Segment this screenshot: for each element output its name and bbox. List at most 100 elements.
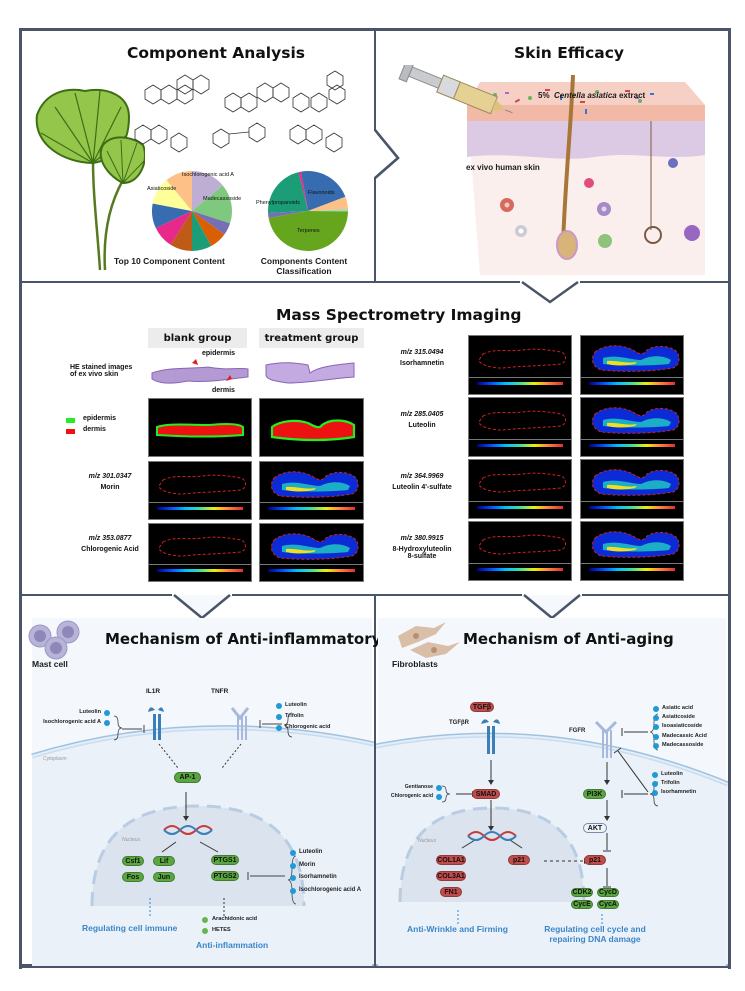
pie1-label-madecassoside: Madecassoside xyxy=(203,196,242,202)
gene-node-col1a1: COL1A1 xyxy=(436,855,466,865)
colorbar-divider xyxy=(469,377,571,378)
dna-icon xyxy=(467,831,517,841)
cyclin-node-cycd: CycD xyxy=(597,888,619,897)
mast-cell-label: Mast cell xyxy=(32,659,68,669)
fgfr-receptor-icon xyxy=(594,720,618,758)
anti-inflammatory-diagram xyxy=(28,620,374,966)
ion-hotspot xyxy=(607,484,637,490)
gene-node-fos: Fos xyxy=(122,872,144,882)
compound-dot xyxy=(290,875,296,881)
msi-image-blank xyxy=(148,523,252,582)
dna-icon xyxy=(163,825,213,835)
compound-dot xyxy=(104,720,110,726)
extract-species: Centella asiatica xyxy=(554,91,617,100)
pie-chart-classification xyxy=(268,171,348,252)
msi-image-treatment xyxy=(580,459,684,519)
centella-plant-illustration xyxy=(35,88,145,271)
arrow-label-dermis: dermis xyxy=(212,387,235,394)
compound-dot xyxy=(290,887,296,894)
gene-node-ptgs2: PTGS2 xyxy=(211,871,239,881)
segmentation-treatment xyxy=(259,398,364,457)
msi-image-treatment xyxy=(580,397,684,457)
pie2-caption-line1: Components Content xyxy=(260,256,348,266)
msi-image-blank xyxy=(468,459,572,519)
skin-region-outline xyxy=(478,410,566,431)
compound-label: Isochlorogenic acid A xyxy=(299,886,362,893)
pi3k-node: PI3K xyxy=(583,789,606,799)
pie-slice xyxy=(170,211,192,251)
intensity-colorbar xyxy=(589,382,675,385)
mz-value: m/z 315.0494 xyxy=(400,349,444,356)
msi-image-treatment xyxy=(259,461,364,520)
tgfb-node: TGFβ xyxy=(470,702,494,712)
colorbar-divider xyxy=(581,439,683,440)
pie-slice xyxy=(268,211,308,218)
outcome-cell-cycle-line2: repairing DNA damage xyxy=(549,934,641,944)
il1r-label: IL1R xyxy=(146,688,161,695)
compound-dot xyxy=(652,772,658,778)
compound-dot xyxy=(290,862,296,869)
pie-slice xyxy=(298,171,308,211)
pie-slice xyxy=(192,211,225,247)
compound-name: Morin xyxy=(100,484,120,491)
p21-nuclear-node: p21 xyxy=(508,855,530,865)
colorbar-divider xyxy=(469,563,571,564)
compound-label: Morin xyxy=(299,861,316,868)
pie-slice xyxy=(192,211,212,251)
pie-slice-asiaticoside xyxy=(166,171,192,211)
tnfr-label: TNFR xyxy=(211,688,229,695)
p21-cytoplasmic-node: p21 xyxy=(584,855,606,865)
il1r-receptor-icon xyxy=(148,707,164,740)
compound-dot xyxy=(276,725,282,731)
compound-dot xyxy=(436,785,442,791)
compound-label: Madecassoside xyxy=(662,741,704,748)
nucleus-label: Nucleus xyxy=(122,837,141,843)
compound-name: Luteolin 4'-sulfate xyxy=(392,484,452,491)
pie2-label-phenylpropanoids: Phenylpropanoids xyxy=(256,200,301,206)
tgfbr-label: TGFβR xyxy=(449,720,469,726)
outcome-anti-inflammation: Anti-inflammation xyxy=(196,940,269,950)
fibroblasts-label: Fibroblasts xyxy=(392,659,438,669)
compound-label: Luteolin xyxy=(79,709,101,715)
compound-label: Gentianose xyxy=(404,784,433,790)
colorbar-divider xyxy=(260,502,363,503)
syringe-icon xyxy=(398,65,513,115)
intensity-colorbar xyxy=(589,568,675,571)
akt-node: AKT xyxy=(583,823,607,833)
legend-label-dermis: dermis xyxy=(83,426,106,433)
pie-slice-terpenes xyxy=(268,211,348,252)
msi-image-blank xyxy=(468,521,572,581)
cyclin-node-cyca: CycA xyxy=(597,900,619,909)
he-label-line1: HE stained images xyxy=(70,364,133,371)
msi-image-treatment xyxy=(580,335,684,395)
pie2-caption-line2: Classification xyxy=(276,266,332,276)
msi-image-blank xyxy=(148,461,252,520)
intensity-colorbar xyxy=(268,569,355,572)
pie-slice xyxy=(308,209,348,212)
compound-label: Chlorogenic acid xyxy=(285,724,331,730)
mz-value: m/z 301.0347 xyxy=(88,473,132,480)
gene-node-fn1: FN1 xyxy=(440,887,462,897)
compound-label: Luteolin xyxy=(285,702,307,708)
extract-label: 5% Centella asiatica extract xyxy=(538,91,645,100)
pie-slice-phenylpropanoids xyxy=(268,172,308,213)
treatment-group-header: treatment group xyxy=(259,328,364,348)
nucleus-label: Nucleus xyxy=(418,838,437,844)
fibroblast-icon xyxy=(398,622,460,658)
compound-dot xyxy=(653,706,659,712)
metabolite-arachidonic-acid: Arachidonic acid xyxy=(212,916,258,922)
pie-slice-isochlorogenic-acid-a xyxy=(192,171,223,211)
gene-node-ptgs1: PTGS1 xyxy=(211,855,239,865)
msi-image-blank xyxy=(468,397,572,457)
pie-slice xyxy=(155,211,192,245)
fgfr-label: FGFR xyxy=(569,728,586,734)
metabolite-dot xyxy=(202,917,208,923)
mast-cell-icon xyxy=(28,620,80,660)
intensity-colorbar xyxy=(477,444,563,447)
intensity-colorbar xyxy=(157,507,243,510)
cytoplasm-label: Cytoplasm xyxy=(43,756,67,762)
msi-image-treatment xyxy=(259,523,364,582)
